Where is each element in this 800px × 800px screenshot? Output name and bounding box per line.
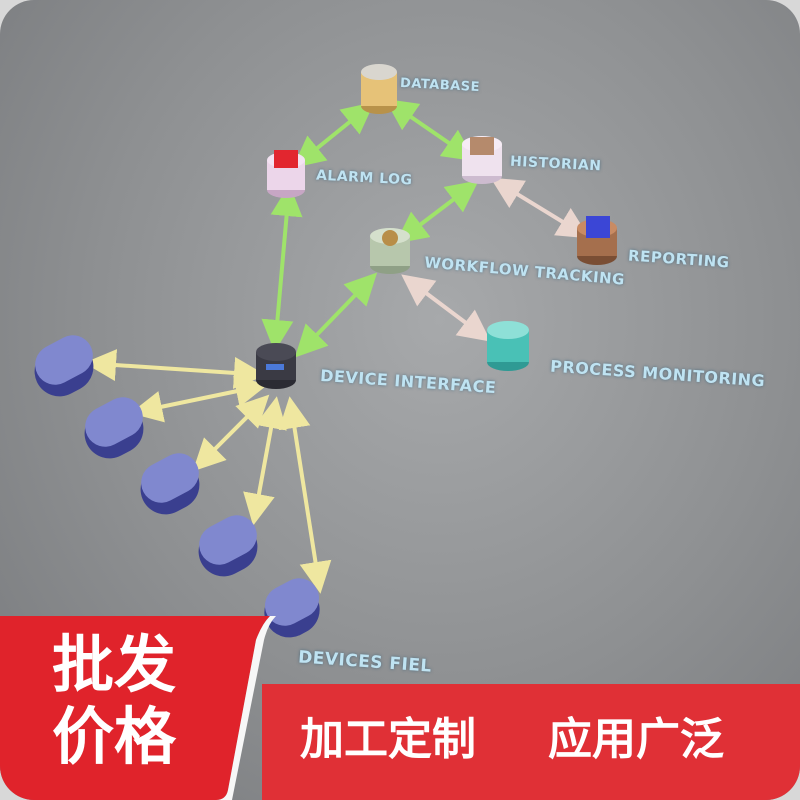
arrow-device-field-2 xyxy=(130,375,268,423)
reporting-node xyxy=(577,216,617,265)
field-device-3 xyxy=(140,453,200,515)
field-device-4 xyxy=(198,515,258,577)
arrow-workflow-device xyxy=(294,272,378,358)
arrow-device-field-3 xyxy=(192,394,270,472)
arrow-database-historian xyxy=(384,98,476,162)
promo-tagline-1: 加工定制 xyxy=(300,714,476,765)
historian-node xyxy=(462,136,502,184)
arrow-device-field-4 xyxy=(243,396,287,526)
field-device-1 xyxy=(34,335,94,397)
arrow-device-field-5 xyxy=(278,396,332,594)
process-monitoring-node xyxy=(487,321,529,371)
field-device-5 xyxy=(264,578,320,638)
arrow-alarm-device xyxy=(261,184,303,352)
arrow-database-alarm xyxy=(292,101,375,169)
device-interface-node xyxy=(256,343,296,389)
promo-tagline-2: 应用广泛 xyxy=(548,714,724,765)
workflow-tracking-node xyxy=(370,228,410,274)
arrow-historian-reporting xyxy=(490,177,590,239)
promo-banner xyxy=(0,616,800,800)
arrow-historian-workflow xyxy=(395,180,479,244)
promo-title-line1: 批发 xyxy=(52,628,177,701)
arrow-workflow-process xyxy=(401,274,491,342)
alarm-log-node xyxy=(267,150,305,198)
field-device-2 xyxy=(84,397,144,459)
database-node xyxy=(361,64,397,114)
promo-title-line2: 价格 xyxy=(52,700,177,773)
arrow-device-field-1 xyxy=(84,349,266,389)
